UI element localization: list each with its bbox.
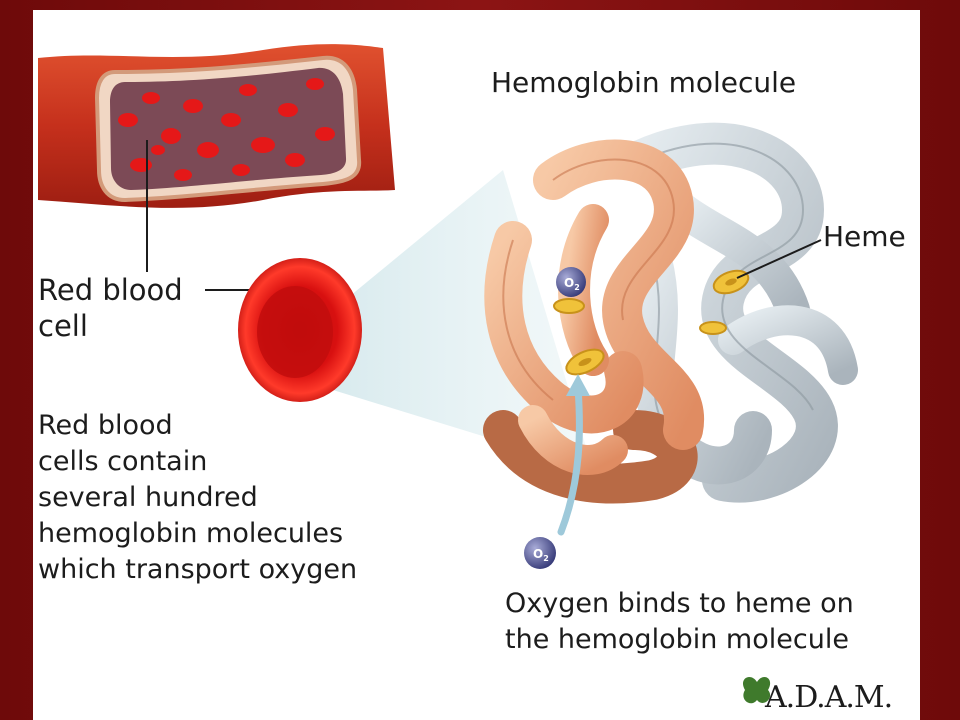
red-blood-cell xyxy=(238,258,362,402)
description-line: cells contain xyxy=(38,444,357,480)
diagram-panel: O2 O2 Hemoglobin molecule Red blood cell… xyxy=(33,10,920,720)
description-line: hemoglobin molecules xyxy=(38,516,357,552)
binding-note-line: Oxygen binds to heme on xyxy=(505,586,854,622)
binding-note: Oxygen binds to heme on the hemoglobin m… xyxy=(505,586,854,658)
description-line: several hundred xyxy=(38,480,357,516)
heme-label: Heme xyxy=(823,220,906,253)
adam-brand: A.D.A.M. xyxy=(765,680,892,715)
description-line: which transport oxygen xyxy=(38,552,357,588)
oxygen-bound: O2 xyxy=(556,267,586,297)
oxygen-free: O2 xyxy=(524,537,556,569)
hemoglobin-molecule xyxy=(503,144,843,484)
red-blood-cell-label: Red blood cell xyxy=(38,272,183,344)
description-line: Red blood xyxy=(38,408,357,444)
binding-note-line: the hemoglobin molecule xyxy=(505,622,854,658)
rbc-label-line: cell xyxy=(38,308,183,344)
rbc-label-line: Red blood xyxy=(38,272,183,308)
blood-vessel xyxy=(38,44,395,208)
description-text: Red blood cells contain several hundred … xyxy=(38,408,357,588)
magnification-cone xyxy=(333,170,593,470)
molecule-title: Hemoglobin molecule xyxy=(491,66,796,99)
